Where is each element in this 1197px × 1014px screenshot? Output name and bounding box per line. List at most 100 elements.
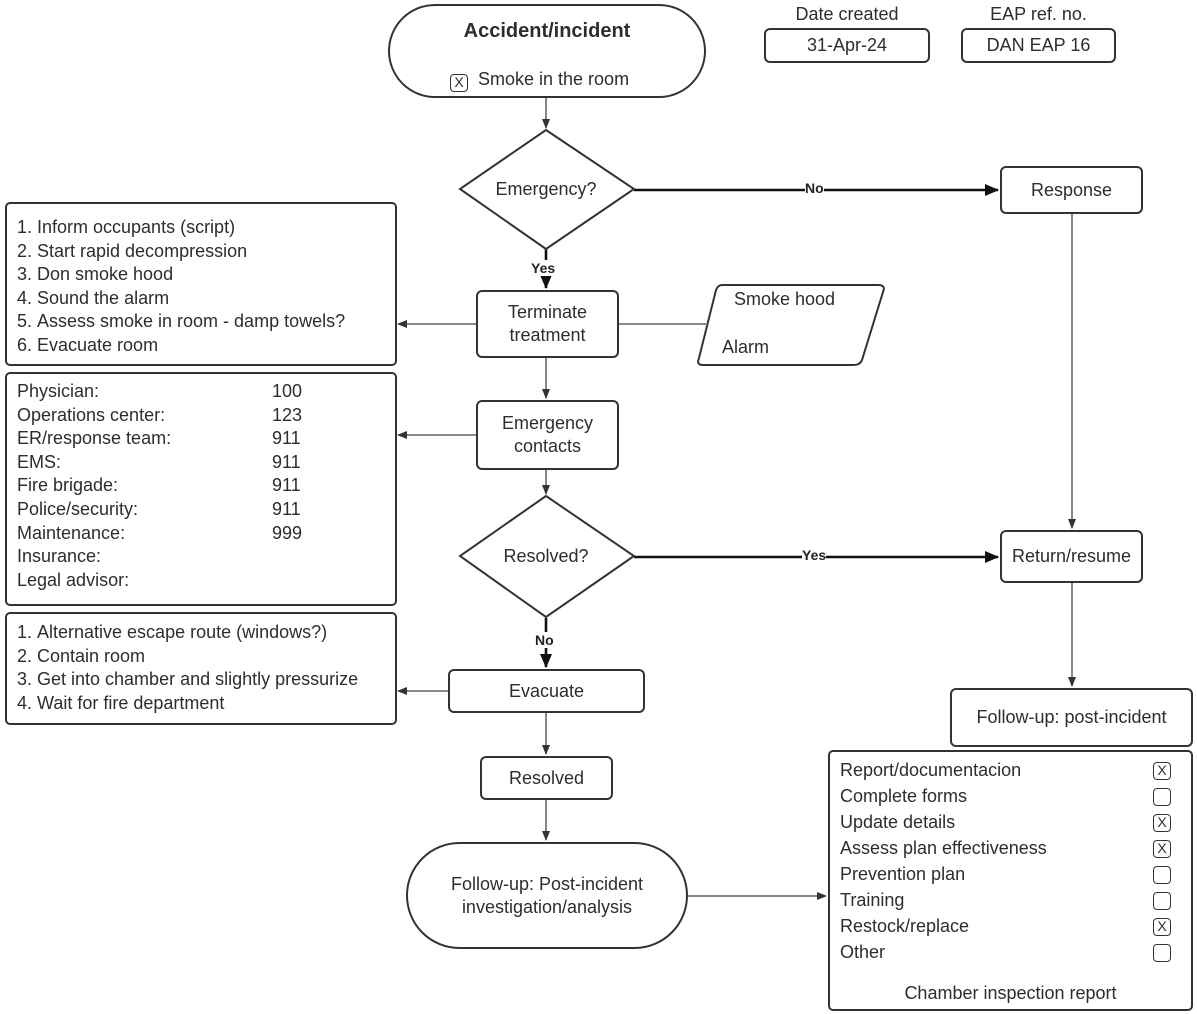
list-item: 4.Sound the alarm <box>17 288 169 309</box>
contact-row: Operations center: 123 <box>17 404 302 426</box>
checklist-item: Complete forms <box>840 786 1181 812</box>
list-item-number: 5. <box>17 311 33 332</box>
list-item-number: 3. <box>17 264 33 285</box>
contact-number: 911 <box>272 451 301 472</box>
checklist-item-label: Prevention plan <box>840 864 966 884</box>
list-item: 2.Contain room <box>17 646 145 667</box>
list-item-number: 1. <box>17 217 33 237</box>
list-item: 2.Start rapid decompression <box>17 241 247 262</box>
list-item-number: 3. <box>17 669 33 690</box>
list-item-text: Assess smoke in room - damp towels? <box>37 311 346 332</box>
return-resume-node: Return/resume <box>1000 530 1143 583</box>
checklist-item: Training <box>840 890 1181 916</box>
contact-row: Fire brigade: 911 <box>17 475 301 496</box>
contact-name: Insurance: <box>17 546 102 567</box>
contact-row: ER/response team: 911 <box>17 428 301 449</box>
edge-label-no: No <box>805 180 824 196</box>
start-option: X Smoke in the room <box>450 68 629 92</box>
checklist-checkbox[interactable] <box>1153 866 1171 884</box>
edge-label-no-resolved: No <box>535 632 554 648</box>
contact-name: Fire brigade: <box>17 475 119 496</box>
list-item-text: Contain room <box>37 645 146 666</box>
contact-number: 999 <box>272 522 303 543</box>
list-item-text: Start rapid decompression <box>37 240 248 261</box>
list-item-number: 4. <box>17 692 33 713</box>
list-item-number: 2. <box>17 645 33 666</box>
list-item: 3.Get into chamber and slightly pressuri… <box>17 669 358 690</box>
alarm-label: Alarm <box>722 337 770 357</box>
contact-number: 911 <box>272 428 301 449</box>
start-title: Accident/incident <box>463 20 631 42</box>
contact-name: Police/security: <box>17 499 139 519</box>
list-item-text: Get into chamber and slightly pressurize <box>37 669 359 690</box>
followup-investigation-node: Follow-up: Post-incident investigation/a… <box>406 842 688 949</box>
list-item: 6.Evacuate room <box>17 335 158 356</box>
checklist-checkbox[interactable]: X <box>1153 814 1171 832</box>
checklist-checkbox[interactable] <box>1153 892 1171 910</box>
contact-row: Insurance: <box>17 546 101 567</box>
list-item-number: 6. <box>17 335 33 355</box>
checklist-item-label: Report/documentacion <box>840 760 1022 780</box>
emergency-decision-label: Emergency? <box>495 178 597 199</box>
contact-number: 123 <box>272 404 303 425</box>
smoke-hood-label: Smoke hood <box>734 289 836 309</box>
contact-name: Legal advisor: <box>17 569 130 590</box>
resolved-decision-label: Resolved? <box>503 545 589 566</box>
checklist-item: Restock/replace X <box>840 916 1181 942</box>
evacuate-node: Evacuate <box>448 669 645 713</box>
followup-post-incident-node: Follow-up: post-incident <box>950 688 1193 747</box>
date-created-label: Date created <box>795 4 899 24</box>
checklist-item: Other <box>840 942 1181 968</box>
checklist-item: Update details X <box>840 812 1181 838</box>
emergency-contacts-node: Emergency contacts <box>476 400 619 470</box>
eap-ref-label: EAP ref. no. <box>990 4 1087 24</box>
checklist-item: Report/documentacion X <box>840 760 1181 786</box>
contact-name: Maintenance: <box>17 522 126 543</box>
checklist-item: Prevention plan <box>840 864 1181 890</box>
list-item-number: 4. <box>17 287 33 308</box>
list-item: 5.Assess smoke in room - damp towels? <box>17 311 345 332</box>
list-item-text: Don smoke hood <box>37 264 174 285</box>
contact-row: Maintenance: 999 <box>17 522 302 544</box>
edge-label-yes-resolved: Yes <box>802 547 827 563</box>
checklist-item-label: Other <box>840 942 886 962</box>
list-item-text: Evacuate room <box>37 335 159 355</box>
checklist-item-label: Restock/replace <box>840 916 970 936</box>
checklist-checkbox[interactable]: X <box>1153 918 1171 936</box>
checklist-item-label: Training <box>840 890 905 910</box>
start-accident-incident: Accident/incident X Smoke in the room <box>388 4 706 98</box>
response-node: Response <box>1000 166 1143 214</box>
contact-name: ER/response team: <box>17 428 172 449</box>
contact-name: Physician: <box>17 381 100 401</box>
contact-row: Physician: 100 <box>17 381 302 402</box>
checklist-checkbox[interactable] <box>1153 944 1171 962</box>
list-item-number: 2. <box>17 240 33 261</box>
checklist-item-label: Complete forms <box>840 786 968 806</box>
checklist-footer: Chamber inspection report <box>904 983 1117 1003</box>
contact-row: Legal advisor: <box>17 570 129 591</box>
contact-row: EMS: 911 <box>17 451 301 473</box>
contact-name: Operations center: <box>17 404 166 425</box>
checklist-item-label: Assess plan effectiveness <box>840 838 1047 858</box>
contact-number: 911 <box>272 475 301 496</box>
resolved-node: Resolved <box>480 756 613 800</box>
checklist-item-label: Update details <box>840 812 956 832</box>
list-item-text: Sound the alarm <box>37 287 170 308</box>
list-item: 3.Don smoke hood <box>17 264 173 285</box>
checklist-checkbox[interactable] <box>1153 788 1171 806</box>
terminate-steps-list: 1.Inform occupants (script)2.Start rapid… <box>5 202 397 366</box>
list-item: 1.Inform occupants (script) <box>17 217 235 238</box>
list-item-text: Alternative escape route (windows?) <box>37 622 328 642</box>
contact-name: EMS: <box>17 451 62 472</box>
start-option-label: Smoke in the room <box>478 69 630 89</box>
checklist-checkbox[interactable]: X <box>1153 840 1171 858</box>
contact-number: 911 <box>272 499 301 519</box>
checklist-checkbox[interactable]: X <box>1153 762 1171 780</box>
resolved-decision-diamond <box>458 494 636 619</box>
contact-number: 100 <box>272 381 303 401</box>
emergency-decision-diamond <box>458 128 636 251</box>
smoke-option-checkbox[interactable]: X <box>450 74 468 92</box>
checklist-item: Assess plan effectiveness X <box>840 838 1181 864</box>
edge-label-yes: Yes <box>531 260 556 276</box>
